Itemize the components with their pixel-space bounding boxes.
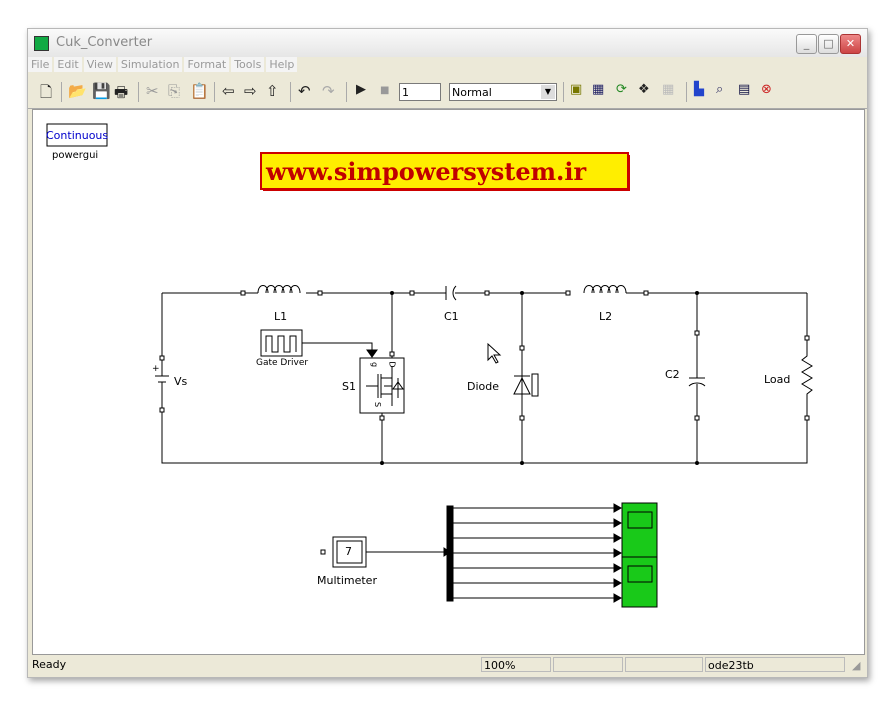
inductor-l1 — [257, 285, 301, 294]
zoom-level: 100% — [481, 657, 551, 672]
menu-file[interactable]: File — [28, 57, 53, 72]
start-simulation-icon[interactable]: ▶ — [356, 82, 366, 97]
powergui-label: powergui — [52, 150, 99, 161]
window-title: Cuk_Converter — [56, 35, 153, 50]
banner-bg — [260, 152, 629, 190]
stop-time-input[interactable]: 1 — [399, 83, 441, 101]
maximize-button[interactable]: □ — [818, 34, 839, 54]
menu-view[interactable]: View — [83, 57, 116, 72]
label-l2: L2 — [599, 310, 613, 323]
undo-icon[interactable]: ↶ — [298, 82, 311, 100]
label-l1: L1 — [274, 310, 288, 323]
chevron-down-icon[interactable]: ▼ — [541, 85, 555, 99]
scope-screen — [627, 565, 653, 583]
gate-arrow — [366, 349, 378, 358]
stop-simulation-icon[interactable]: ■ — [380, 85, 390, 96]
port — [320, 549, 326, 555]
toolbar: 🗋 📂 💾 🖶 ✂ ⎘ 📋 ⇦ ⇨ ⇧ ↶ ↷ ▶ ■ 1 Normal▼ ▣ … — [28, 76, 867, 109]
status-bar: Ready 100% ode23tb — [28, 656, 867, 674]
powergui-block[interactable] — [46, 123, 108, 147]
cut-icon[interactable]: ✂ — [146, 82, 159, 100]
update-diagram-icon[interactable]: ▣ — [570, 82, 583, 97]
menu-edit[interactable]: Edit — [54, 57, 82, 72]
mosfet-symbol — [366, 366, 404, 406]
junctions — [380, 291, 699, 465]
save-icon[interactable]: 💾 — [92, 82, 111, 100]
scope-screen — [627, 511, 653, 529]
ports — [159, 290, 810, 421]
status-text: Ready — [32, 658, 67, 671]
wire — [161, 292, 808, 464]
label-load: Load — [764, 373, 791, 386]
gate-driver-block[interactable] — [260, 329, 303, 357]
open-icon[interactable]: 📂 — [68, 82, 87, 100]
powergui-mode: Continuous — [46, 129, 109, 142]
close-button[interactable]: ✕ — [840, 34, 861, 54]
model-browser-icon[interactable]: ▙ — [694, 82, 704, 97]
capacitor-c2 — [688, 333, 706, 410]
menu-simulation[interactable]: Simulation — [117, 57, 183, 72]
plus-sign: + — [152, 364, 160, 374]
drain-port-label: D — [387, 361, 397, 368]
mouse-cursor-icon — [487, 342, 502, 364]
label-c2: C2 — [665, 368, 680, 381]
pulse-icon — [265, 335, 297, 353]
multimeter-inner — [336, 540, 363, 564]
gate-port-label: g — [370, 361, 380, 368]
source-port-label: S — [373, 401, 383, 408]
new-icon[interactable]: 🗋 — [40, 83, 53, 101]
demux-outputs — [453, 507, 616, 599]
label-gate-driver: Gate Driver — [256, 358, 309, 368]
output-arrows — [613, 503, 623, 603]
status-cell — [553, 657, 623, 672]
dc-voltage-source — [155, 358, 169, 410]
load-resistor — [801, 336, 813, 410]
simulink-icon — [34, 36, 49, 51]
wire — [302, 342, 373, 352]
up-icon[interactable]: ⇧ — [266, 82, 279, 100]
resize-grip-icon[interactable]: ◢ — [852, 659, 861, 672]
scope-block-1[interactable] — [621, 502, 658, 558]
label-vs: Vs — [174, 375, 188, 388]
label-multimeter: Multimeter — [317, 574, 377, 587]
disabled-build-icon[interactable]: ▦ — [662, 82, 675, 97]
multimeter-count: 7 — [345, 545, 352, 558]
inductor-l2 — [583, 285, 646, 294]
no-debug-icon[interactable]: ⊗ — [761, 82, 772, 97]
diode-symbol — [513, 352, 539, 418]
forward-icon[interactable]: ⇨ — [244, 82, 257, 100]
solver-name: ode23tb — [705, 657, 845, 672]
menu-help[interactable]: Help — [266, 57, 298, 72]
status-cell — [625, 657, 703, 672]
copy-icon[interactable]: ⎘ — [168, 82, 181, 100]
build-icon[interactable]: ▦ — [592, 82, 605, 97]
label-c1: C1 — [444, 310, 459, 323]
sim-mode-value: Normal — [452, 86, 492, 99]
paste-icon[interactable]: 📋 — [190, 82, 209, 100]
label-s1: S1 — [342, 380, 356, 393]
capacitor-c1 — [412, 285, 487, 301]
debugger-icon[interactable]: ▤ — [738, 82, 751, 97]
minimize-button[interactable]: _ — [796, 34, 817, 54]
mosfet-s1 — [359, 357, 405, 414]
demux-block[interactable] — [446, 505, 454, 602]
label-diode: Diode — [467, 380, 500, 393]
library-icon[interactable]: ❖ — [638, 82, 650, 97]
simulation-mode-select[interactable]: Normal ▼ — [449, 83, 557, 101]
menu-format[interactable]: Format — [184, 57, 230, 72]
back-icon[interactable]: ⇦ — [222, 82, 235, 100]
website-banner: www.simpowersystem.ir — [266, 157, 587, 186]
title-bar: Cuk_Converter _ □ ✕ — [28, 29, 867, 57]
refresh-icon[interactable]: ⟳ — [616, 82, 627, 97]
model-explorer-icon[interactable]: ⌕ — [716, 82, 724, 97]
print-icon[interactable]: 🖶 — [114, 83, 129, 101]
redo-icon[interactable]: ↷ — [322, 82, 335, 100]
menu-tools[interactable]: Tools — [231, 57, 265, 72]
